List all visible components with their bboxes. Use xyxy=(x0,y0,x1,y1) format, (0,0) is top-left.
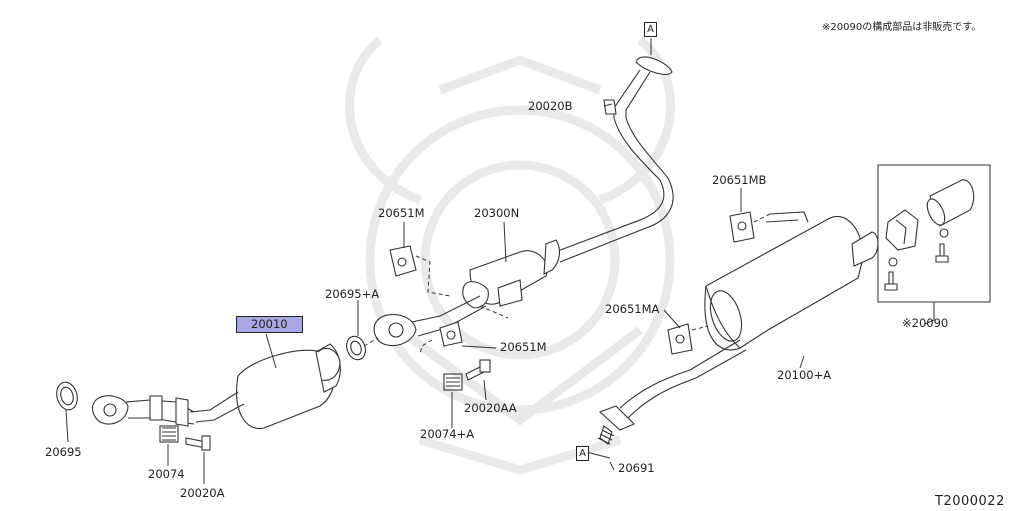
connector-a-top: A xyxy=(644,22,657,37)
part-label-20695[interactable]: 20695 xyxy=(45,445,82,459)
part-20090-inset[interactable] xyxy=(877,164,991,325)
part-label-20020b[interactable]: 20020B xyxy=(528,99,573,113)
bolt-20020aa[interactable] xyxy=(465,359,491,381)
part-label-20020aa[interactable]: 20020AA xyxy=(464,401,517,415)
front-manifold-pipe[interactable] xyxy=(91,395,195,427)
connector-a-bottom: A xyxy=(576,446,589,461)
part-label-20010[interactable]: 20010 xyxy=(236,316,303,333)
rear-muffler-20100a[interactable] xyxy=(704,211,879,351)
hanger-20651m-top[interactable] xyxy=(389,245,451,297)
part-label-20691[interactable]: 20691 xyxy=(618,461,655,475)
catalytic-converter-20010[interactable] xyxy=(189,343,341,430)
part-label-20074a[interactable]: 20074+A xyxy=(420,427,475,441)
part-label-20074[interactable]: 20074 xyxy=(148,467,185,481)
leader-lines xyxy=(65,103,805,484)
front-pipe-20020b-route xyxy=(554,38,674,263)
tail-pipe-20691-route xyxy=(585,339,747,459)
note-20090-not-sold: ※20090の構成部品は非販売です。 xyxy=(822,22,982,33)
part-label-20300n[interactable]: 20300N xyxy=(474,206,520,220)
part-label-20651m-top[interactable]: 20651M xyxy=(378,206,425,220)
hanger-20651ma[interactable] xyxy=(667,323,709,355)
part-label-20651mb[interactable]: 20651MB xyxy=(712,173,767,187)
part-label-20651m-bottom[interactable]: 20651M xyxy=(500,340,547,354)
spring-20074[interactable] xyxy=(159,425,179,443)
spring-20074a[interactable] xyxy=(443,373,463,391)
part-label-20020a[interactable]: 20020A xyxy=(180,486,225,500)
bolt-20020a[interactable] xyxy=(185,435,211,451)
part-label-20651ma[interactable]: 20651MA xyxy=(605,302,660,316)
gasket-20695a[interactable] xyxy=(343,334,379,363)
part-label-20090[interactable]: ※20090 xyxy=(902,316,949,330)
part-label-20100a[interactable]: 20100+A xyxy=(777,368,832,382)
gasket-20695[interactable] xyxy=(54,380,81,412)
part-label-20695a[interactable]: 20695+A xyxy=(325,287,380,301)
hanger-20651m-bottom[interactable] xyxy=(419,305,509,355)
diagram-code: T2000022 xyxy=(935,494,1005,509)
hanger-20651mb[interactable] xyxy=(729,211,771,243)
center-pipe-20300n[interactable] xyxy=(373,239,561,347)
